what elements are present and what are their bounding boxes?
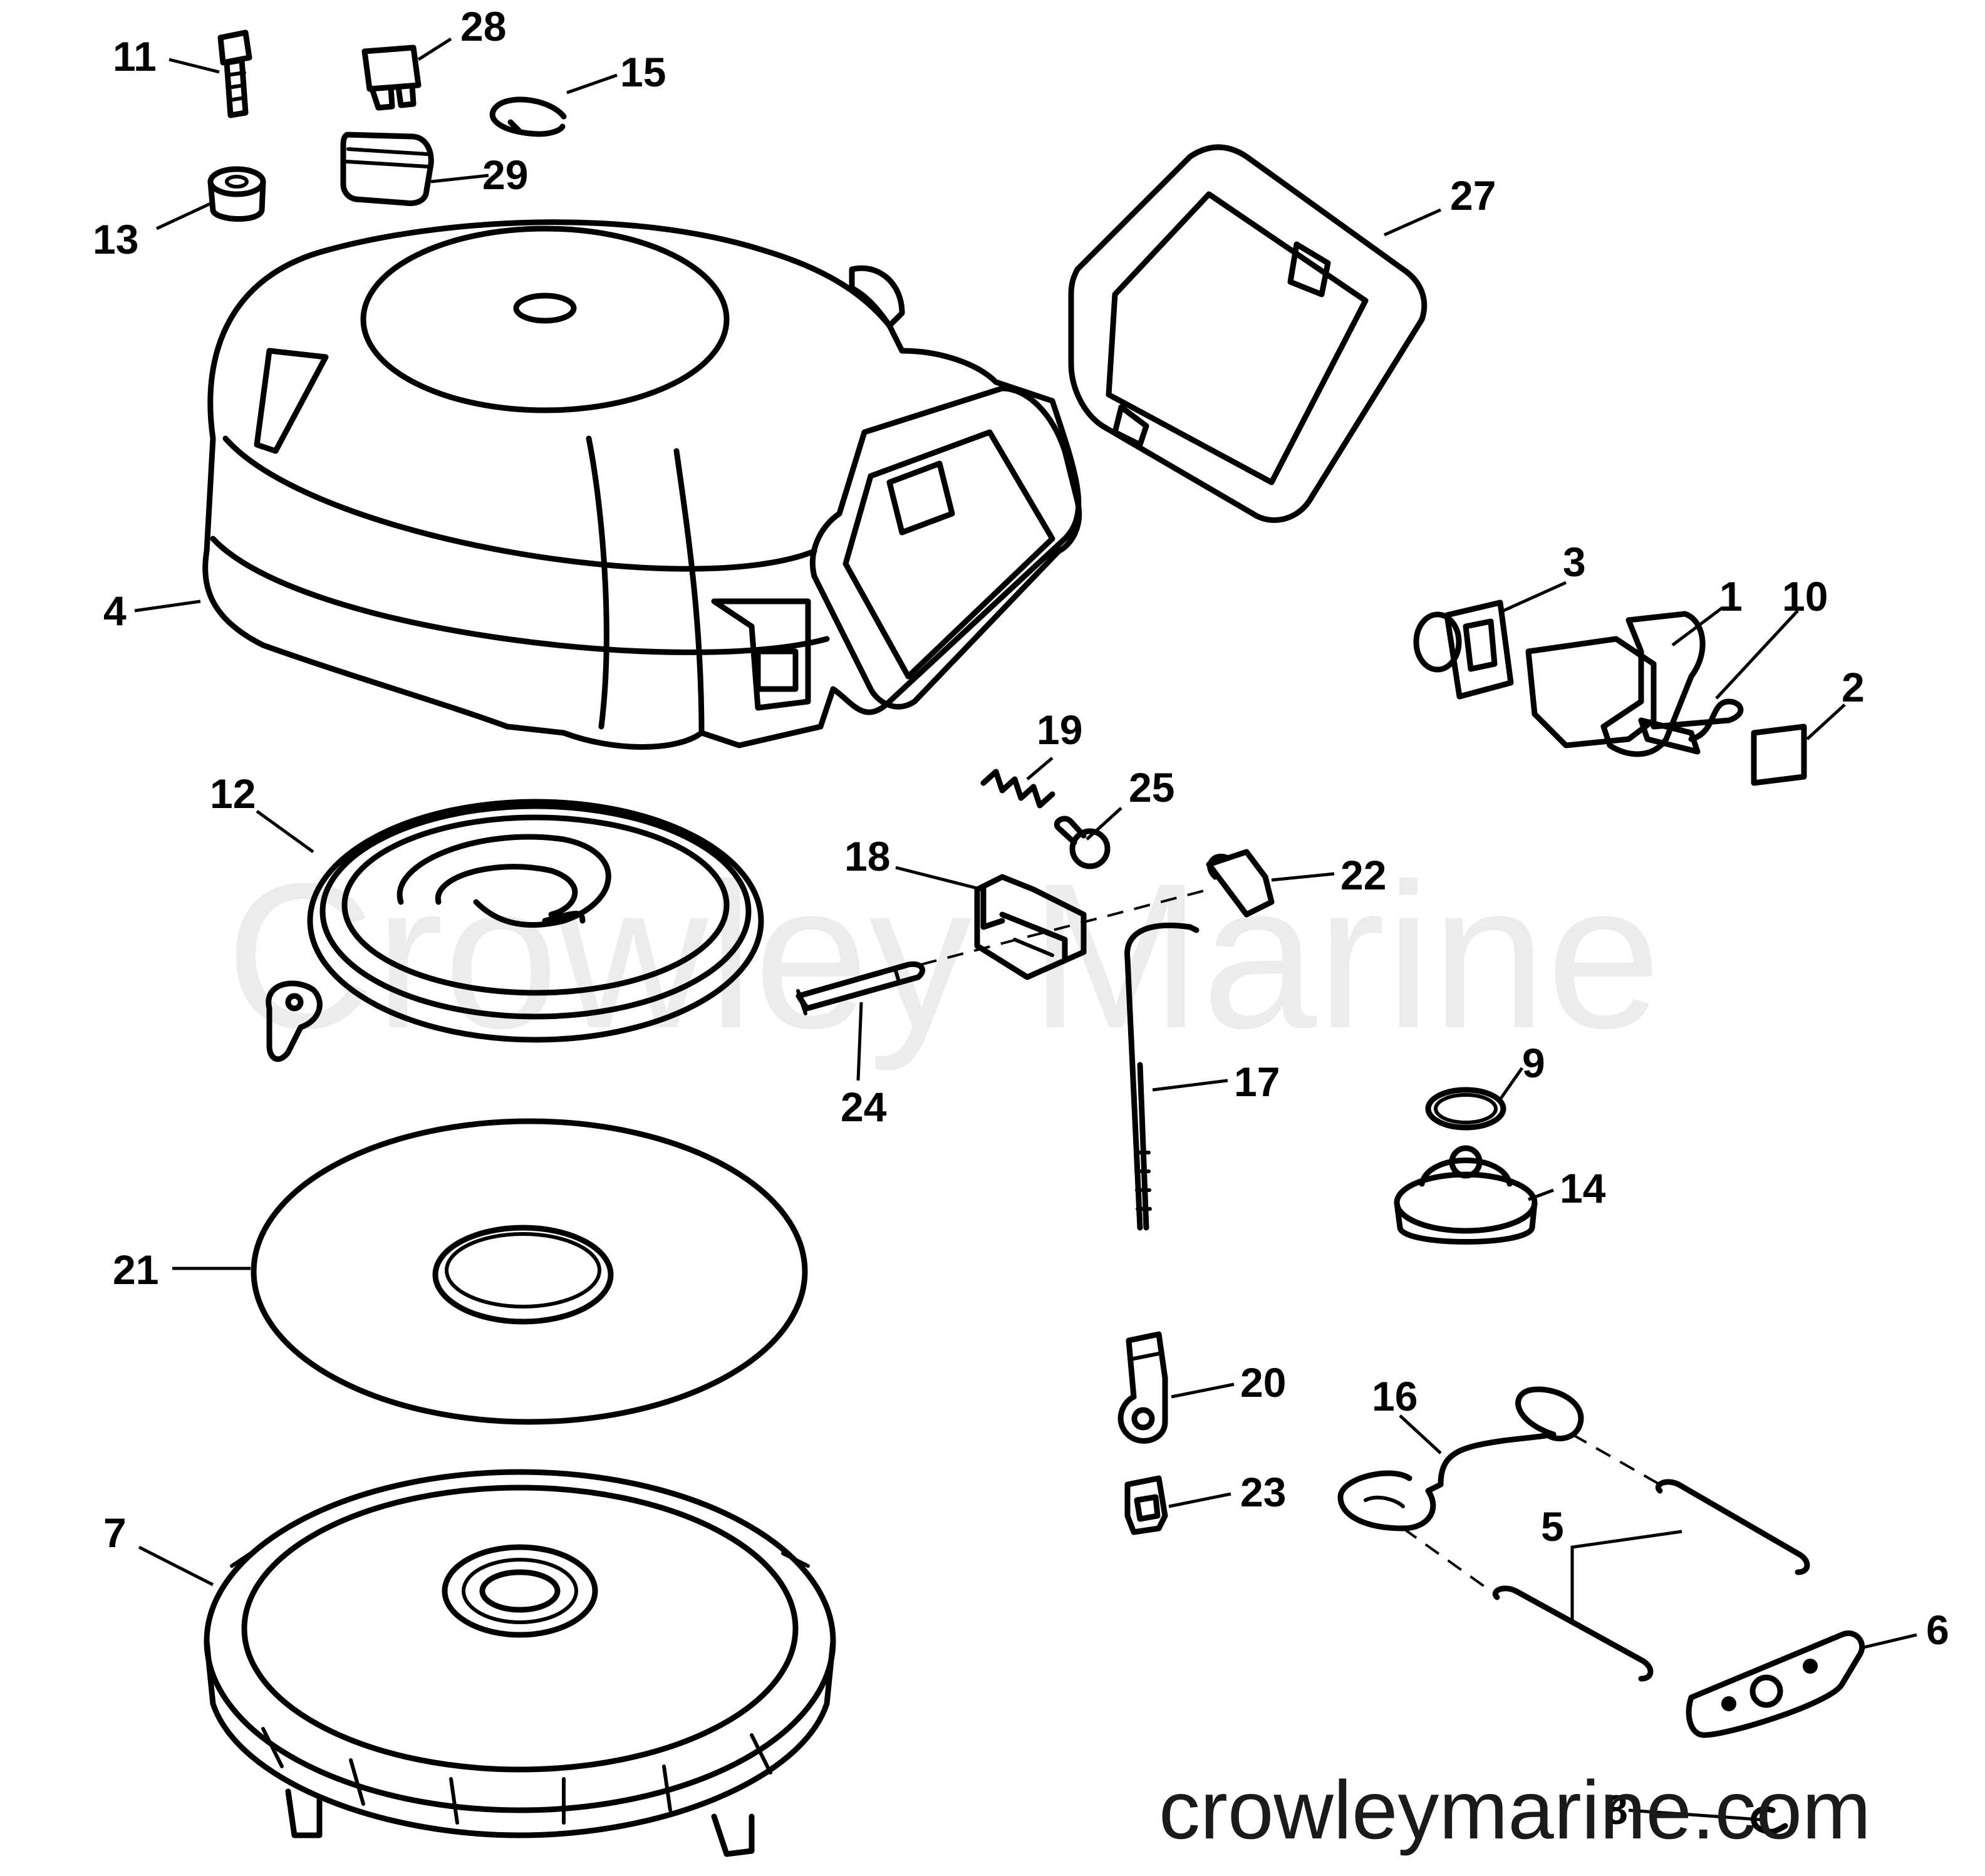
callout-4: 4 <box>103 588 127 634</box>
callout-5: 5 <box>1541 1503 1564 1550</box>
part-11-screw[interactable] <box>217 29 252 118</box>
part-23-clip-nut[interactable] <box>1124 1475 1168 1535</box>
part-13-bushing[interactable] <box>207 166 266 222</box>
callout-1: 1 <box>1719 573 1743 619</box>
callout-18: 18 <box>844 833 890 879</box>
part-6-pawl-plate[interactable] <box>1686 1630 1865 1738</box>
part-9-o-ring[interactable] <box>1425 1087 1506 1131</box>
part-14-plug[interactable] <box>1394 1145 1538 1245</box>
callout-24: 24 <box>841 1084 887 1130</box>
callout-27: 27 <box>1450 172 1496 219</box>
part-22-clip[interactable] <box>1206 849 1275 918</box>
callout-11: 11 <box>113 33 157 80</box>
callout-16: 16 <box>1372 1373 1417 1419</box>
part-2-decal[interactable] <box>1751 723 1807 786</box>
callout-21: 21 <box>113 1246 158 1293</box>
part-15-retaining-ring[interactable] <box>489 96 567 137</box>
callout-6: 6 <box>1926 1607 1949 1653</box>
callout-17: 17 <box>1234 1059 1280 1105</box>
part-10-rope[interactable] <box>1651 698 1744 742</box>
part-1-starter-handle[interactable] <box>1525 611 1706 757</box>
callout-labels: 11 28 15 29 13 27 4 3 1 10 2 12 19 25 18… <box>93 3 1949 1833</box>
callout-13: 13 <box>93 216 138 262</box>
leader-lines <box>134 37 1917 1822</box>
part-12-rewind-spring[interactable] <box>266 799 764 1062</box>
callout-25: 25 <box>1129 764 1174 811</box>
assembly-line-16-5b <box>1402 1527 1492 1592</box>
part-20-pawl[interactable] <box>1117 1331 1168 1444</box>
callout-20: 20 <box>1240 1359 1286 1406</box>
callout-29: 29 <box>482 152 528 198</box>
part-5-pawl-links[interactable] <box>1493 1479 1810 1682</box>
part-29-rubber-boot[interactable] <box>340 132 434 206</box>
part-16-pawl-spring[interactable] <box>1337 1386 1584 1531</box>
callout-22: 22 <box>1340 852 1386 898</box>
watermark-text: Crowley Marine <box>225 840 1661 1072</box>
callout-12: 12 <box>210 770 256 817</box>
part-25-pin[interactable] <box>1054 816 1111 869</box>
part-19-spring[interactable] <box>980 769 1055 809</box>
part-18-lockout-lever[interactable] <box>974 874 1087 980</box>
callout-28: 28 <box>460 3 506 49</box>
callout-3: 3 <box>1563 539 1586 585</box>
website-url-text: crowleymarine.com <box>1159 1764 1871 1856</box>
assembly-line-24-22 <box>920 888 1210 966</box>
part-28-fuse[interactable] <box>361 44 422 111</box>
callout-14: 14 <box>1560 1165 1606 1211</box>
callout-15: 15 <box>620 49 666 95</box>
part-4-rewind-housing[interactable] <box>202 219 1082 750</box>
part-21-friction-plate[interactable] <box>251 1118 808 1425</box>
callout-9: 9 <box>1522 1040 1545 1086</box>
callout-19: 19 <box>1037 707 1082 753</box>
part-17-link-rod[interactable] <box>1124 922 1200 1231</box>
assembly-line-16-5a <box>1572 1433 1661 1486</box>
part-8-e-clip[interactable] <box>1751 1806 1788 1835</box>
part-24-pin[interactable] <box>796 961 925 1015</box>
callout-7: 7 <box>103 1510 127 1556</box>
callout-10: 10 <box>1782 573 1828 619</box>
callout-2: 2 <box>1842 664 1865 710</box>
part-27-rope-guide-frame[interactable] <box>1068 144 1428 523</box>
part-3-handle-bushing[interactable] <box>1413 599 1514 700</box>
callout-23: 23 <box>1240 1469 1286 1515</box>
part-7-starter-pulley[interactable] <box>204 1469 836 1857</box>
callout-8: 8 <box>1605 1786 1628 1833</box>
